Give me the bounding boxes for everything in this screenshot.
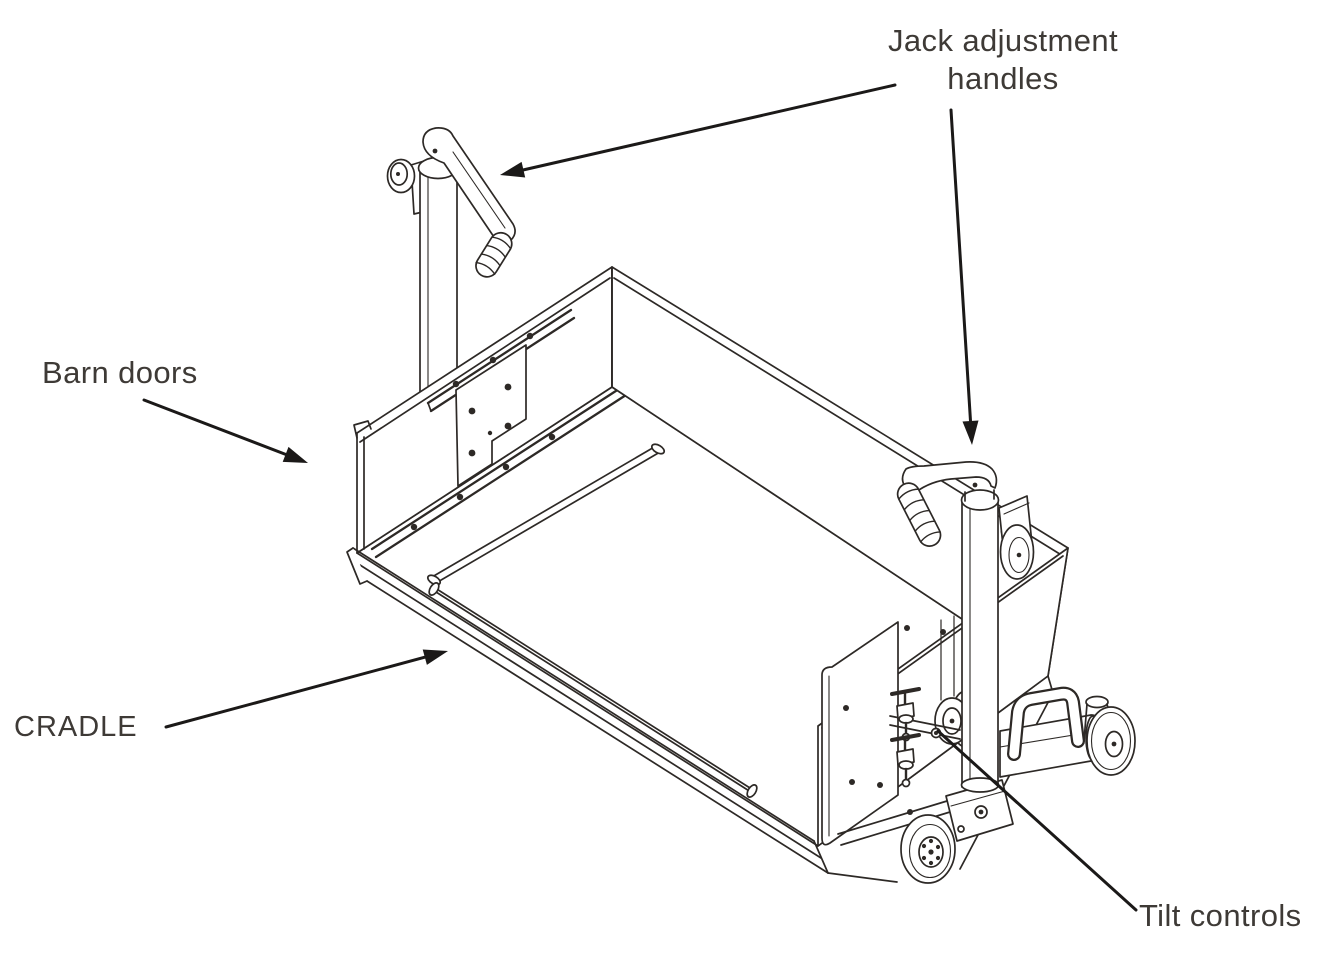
axle-bracket [945,779,1014,842]
label-cradle: CRADLE [14,711,138,743]
cradle-front-lip [346,547,1054,883]
right-caster-wheel [1083,695,1136,776]
annotation-arrows [142,83,1138,912]
label-barn-doors: Barn doors [42,355,198,390]
jack-right-pivot-hole [972,482,978,488]
tilt-control-valve-bottom [890,733,921,788]
arrow-jack-right [949,108,979,445]
jack-right-post [960,489,1000,793]
jack-left-grip [475,231,513,278]
label-tilt-controls: Tilt controls [1139,898,1302,933]
label-jack-line1: Jack adjustment [888,23,1118,58]
bottom-wheel [900,814,956,884]
barn-door-right-panel [821,621,899,846]
jack-right-grip [896,482,942,547]
jack-left-pivot-hole [432,148,438,154]
barn-door-left-panel [353,266,628,559]
label-jack-line2: handles [947,61,1059,96]
jack-left [386,127,516,424]
push-handle [1007,686,1085,761]
barn-door-bottom-rail [370,385,628,559]
tilt-rod-diagonal [426,443,666,586]
label-jack-adjustment-handles: Jack adjustment handles [836,22,1170,98]
undercarriage [837,686,1136,884]
arrow-jack-left [500,83,897,178]
tilt-rod-front [428,582,758,798]
jack-right-caster [998,495,1035,580]
leader-tilt-controls [936,729,1138,912]
arrow-barn-doors [142,398,308,463]
jack-left-guide-wheel [386,158,416,194]
jack-left-crank-arm [422,127,516,245]
jack-right [896,461,1035,793]
arrow-cradle [164,649,448,729]
jack-mounting-plate [455,344,527,487]
